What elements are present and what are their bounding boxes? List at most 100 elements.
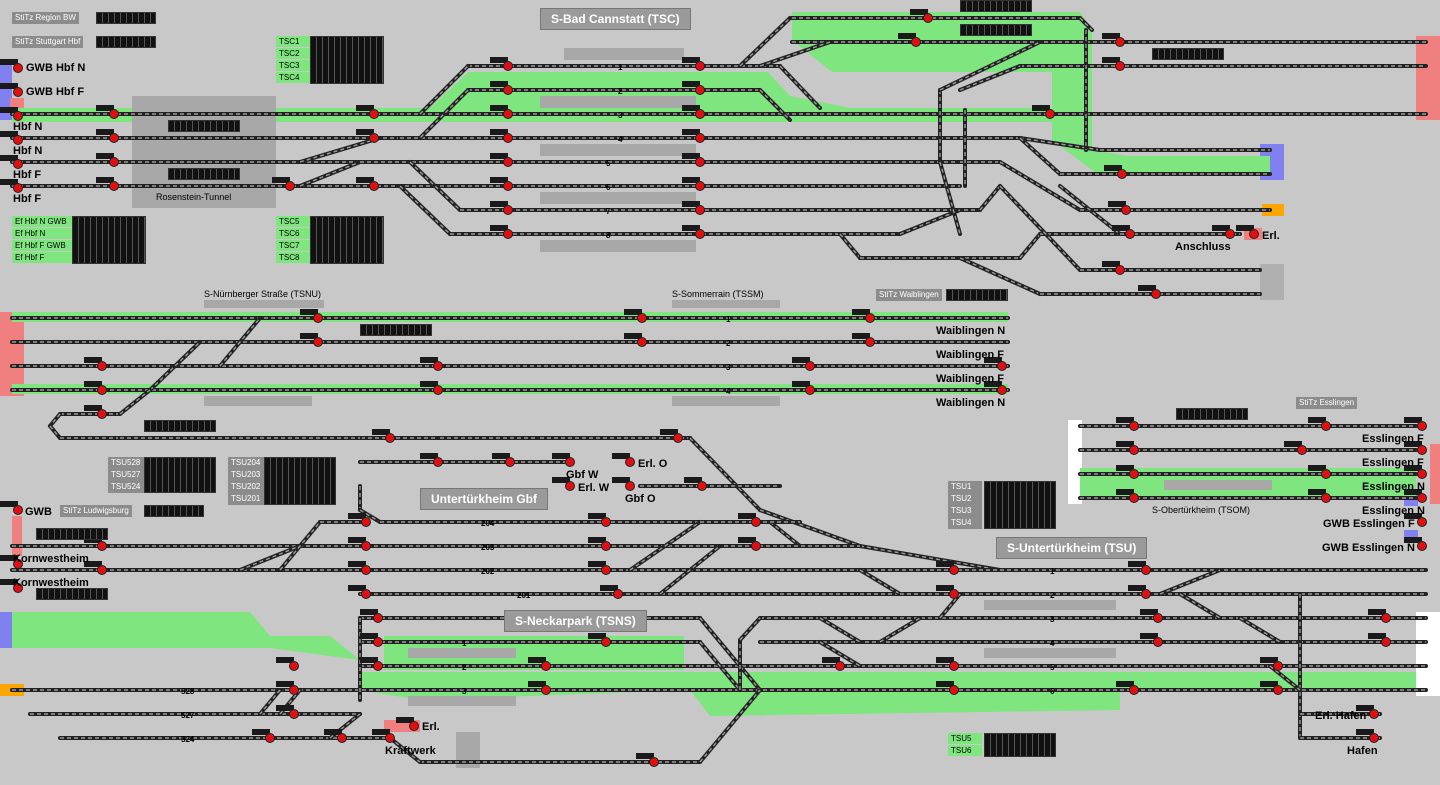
tsu524-tag[interactable]: TSU524 (108, 481, 144, 493)
signal-lamp[interactable] (84, 381, 107, 395)
signal-lamp[interactable] (490, 153, 513, 167)
signal-lamp[interactable] (96, 105, 119, 119)
track-segment[interactable] (958, 256, 1042, 296)
signal-lamp[interactable] (360, 609, 383, 623)
signal-lamp[interactable] (1404, 417, 1427, 431)
signal-lamp[interactable] (84, 561, 107, 575)
signal-lamp[interactable] (1356, 705, 1379, 719)
signal-lamp[interactable] (528, 681, 551, 695)
track-segment[interactable] (238, 544, 302, 572)
ef-hbf-n-tag[interactable]: Ef Hbf N (12, 228, 74, 239)
signal-lamp[interactable] (372, 429, 395, 443)
dest-gwb-hbf-n[interactable]: GWB Hbf N (26, 62, 86, 74)
signal-lamp[interactable] (0, 83, 23, 97)
signal-lamp[interactable] (1112, 225, 1135, 239)
signal-lamp[interactable] (684, 477, 707, 491)
tsc8-tag[interactable]: TSC8 (276, 252, 318, 263)
tsu4-tag[interactable]: TSU4 (948, 517, 982, 529)
signal-lamp[interactable] (1128, 585, 1151, 599)
signal-lamp[interactable] (682, 201, 705, 215)
track-segment[interactable] (938, 160, 962, 236)
signal-lamp[interactable] (356, 105, 379, 119)
signal-lamp[interactable] (1260, 681, 1283, 695)
track-segment[interactable] (408, 160, 462, 212)
signal-lamp[interactable] (0, 59, 23, 73)
signal-lamp[interactable] (660, 429, 683, 443)
signal-lamp[interactable] (1102, 33, 1125, 47)
signal-lamp[interactable] (600, 585, 623, 599)
signal-lamp[interactable] (852, 309, 875, 323)
tsu528-tag[interactable]: TSU528 (108, 457, 144, 469)
signal-lamp[interactable] (682, 105, 705, 119)
signal-lamp[interactable] (984, 381, 1007, 395)
signal-lamp[interactable] (1128, 561, 1151, 575)
signal-lamp[interactable] (1368, 633, 1391, 647)
track-segment[interactable] (758, 40, 832, 68)
signal-lamp[interactable] (324, 729, 347, 743)
signal-lamp[interactable] (588, 561, 611, 575)
signal-lamp[interactable] (420, 357, 443, 371)
track-segment[interactable] (778, 64, 822, 110)
dest-hafen[interactable]: Hafen (1347, 745, 1378, 757)
signal-lamp[interactable] (552, 453, 575, 467)
signal-lamp[interactable] (682, 81, 705, 95)
signal-lamp[interactable] (852, 333, 875, 347)
signal-lamp[interactable] (1308, 417, 1331, 431)
signal-lamp[interactable] (84, 357, 107, 371)
tsu1-tag[interactable]: TSU1 (948, 481, 982, 493)
track-segment[interactable] (858, 544, 1002, 572)
signal-lamp[interactable] (356, 177, 379, 191)
track-segment[interactable] (358, 508, 382, 524)
signal-lamp[interactable] (490, 105, 513, 119)
signal-lamp[interactable] (1116, 489, 1139, 503)
track-segment[interactable] (858, 568, 902, 596)
dest-gwb-esslingen-n[interactable]: GWB Esslingen N (1322, 542, 1415, 554)
tsc1-tag[interactable]: TSC1 (276, 36, 318, 47)
signal-lamp[interactable] (96, 177, 119, 191)
signal-lamp[interactable] (396, 717, 419, 731)
tsu6-tag[interactable]: TSU6 (948, 745, 982, 756)
signal-lamp[interactable] (276, 681, 299, 695)
dest-hbf-f-1[interactable]: Hbf F (13, 169, 42, 181)
tsc5-tag[interactable]: TSC5 (276, 216, 318, 227)
dest-waiblingen-f-2[interactable]: Waiblingen F (936, 373, 1005, 385)
signal-lamp[interactable] (624, 333, 647, 347)
signal-lamp[interactable] (348, 513, 371, 527)
track-segment[interactable] (998, 160, 1082, 212)
ef-hbf-n-gwb-tag[interactable]: Ef Hbf N GWB (12, 216, 74, 227)
signal-lamp[interactable] (1284, 441, 1307, 455)
signal-lamp[interactable] (682, 177, 705, 191)
dest-esslingen-n-1[interactable]: Esslingen N (1362, 481, 1425, 493)
signal-lamp[interactable] (1108, 201, 1131, 215)
track-segment[interactable] (298, 136, 382, 164)
signal-lamp[interactable] (0, 155, 23, 169)
stitz-region-bw[interactable]: StiTz Region BW (12, 12, 79, 24)
signal-lamp[interactable] (936, 657, 959, 671)
signal-lamp[interactable] (636, 753, 659, 767)
signal-lamp[interactable] (0, 501, 23, 515)
dest-esslingen-f-1[interactable]: Esslingen F (1362, 433, 1424, 445)
signal-lamp[interactable] (910, 9, 933, 23)
tsc2-tag[interactable]: TSC2 (276, 48, 318, 59)
signal-lamp[interactable] (588, 513, 611, 527)
track-segment[interactable] (1078, 16, 1094, 32)
dest-hbf-f-2[interactable]: Hbf F (13, 193, 42, 205)
signal-lamp[interactable] (1308, 489, 1331, 503)
dest-kornwestheim-2[interactable]: Kornwestheim (13, 577, 89, 589)
track-segment[interactable] (898, 208, 962, 236)
signal-lamp[interactable] (936, 585, 959, 599)
track-segment[interactable] (738, 16, 792, 68)
signal-lamp[interactable] (300, 309, 323, 323)
track-segment[interactable] (278, 520, 322, 572)
signal-lamp[interactable] (588, 633, 611, 647)
dest-gbf-w[interactable]: Gbf W (566, 469, 599, 481)
signal-lamp[interactable] (492, 453, 515, 467)
dest-gwb[interactable]: GWB (25, 506, 52, 518)
signal-lamp[interactable] (490, 201, 513, 215)
track-segment[interactable] (48, 412, 62, 428)
tsu3-tag[interactable]: TSU3 (948, 505, 982, 517)
dest-erl-hafen[interactable]: Erl. Hafen (1315, 710, 1367, 722)
track-segment[interactable] (1018, 232, 1042, 260)
signal-lamp[interactable] (822, 657, 845, 671)
signal-lamp[interactable] (1116, 417, 1139, 431)
